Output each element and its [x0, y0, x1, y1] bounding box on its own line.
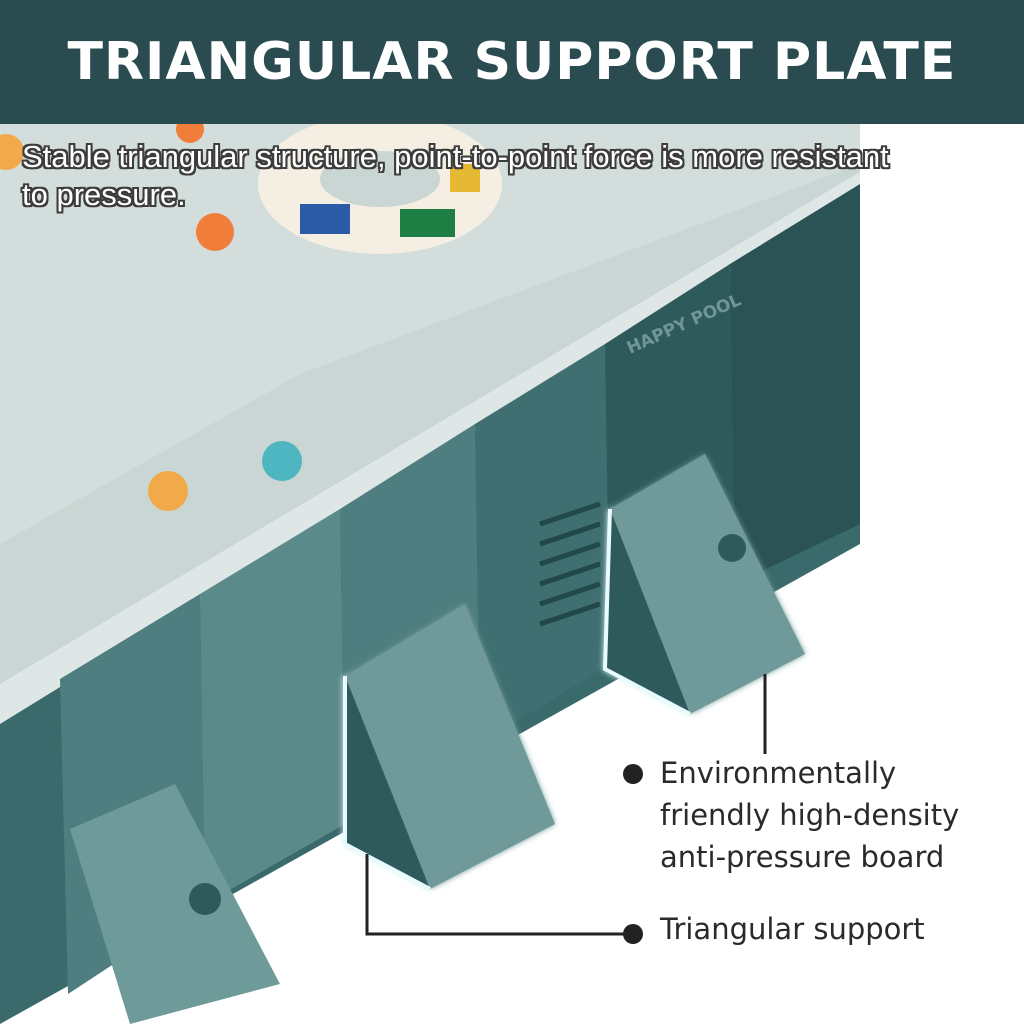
triangular-support-right — [602, 454, 805, 716]
ball-icon — [196, 213, 234, 251]
callout-support-label: Triangular support — [660, 912, 925, 946]
ball-icon — [0, 134, 24, 170]
triangular-support-front — [70, 784, 280, 1024]
description-caption: Stable triangular structure, point-to-po… — [22, 139, 889, 212]
title-banner: TRIANGULAR SUPPORT PLATE — [0, 0, 1024, 124]
page-title: TRIANGULAR SUPPORT PLATE — [67, 32, 957, 92]
swim-ring-icon — [258, 124, 502, 254]
bullet-icon — [623, 764, 643, 784]
ball-icon — [176, 124, 204, 143]
pool-illustration: HAPPY POOL — [0, 124, 1024, 1024]
callout-board-label: Environmentally friendly high-density an… — [660, 756, 960, 874]
ball-icon — [148, 471, 188, 511]
triangular-support-left — [343, 604, 555, 891]
ball-icon — [262, 441, 302, 481]
callout-line-support — [365, 854, 630, 936]
bullet-icon — [623, 924, 643, 944]
